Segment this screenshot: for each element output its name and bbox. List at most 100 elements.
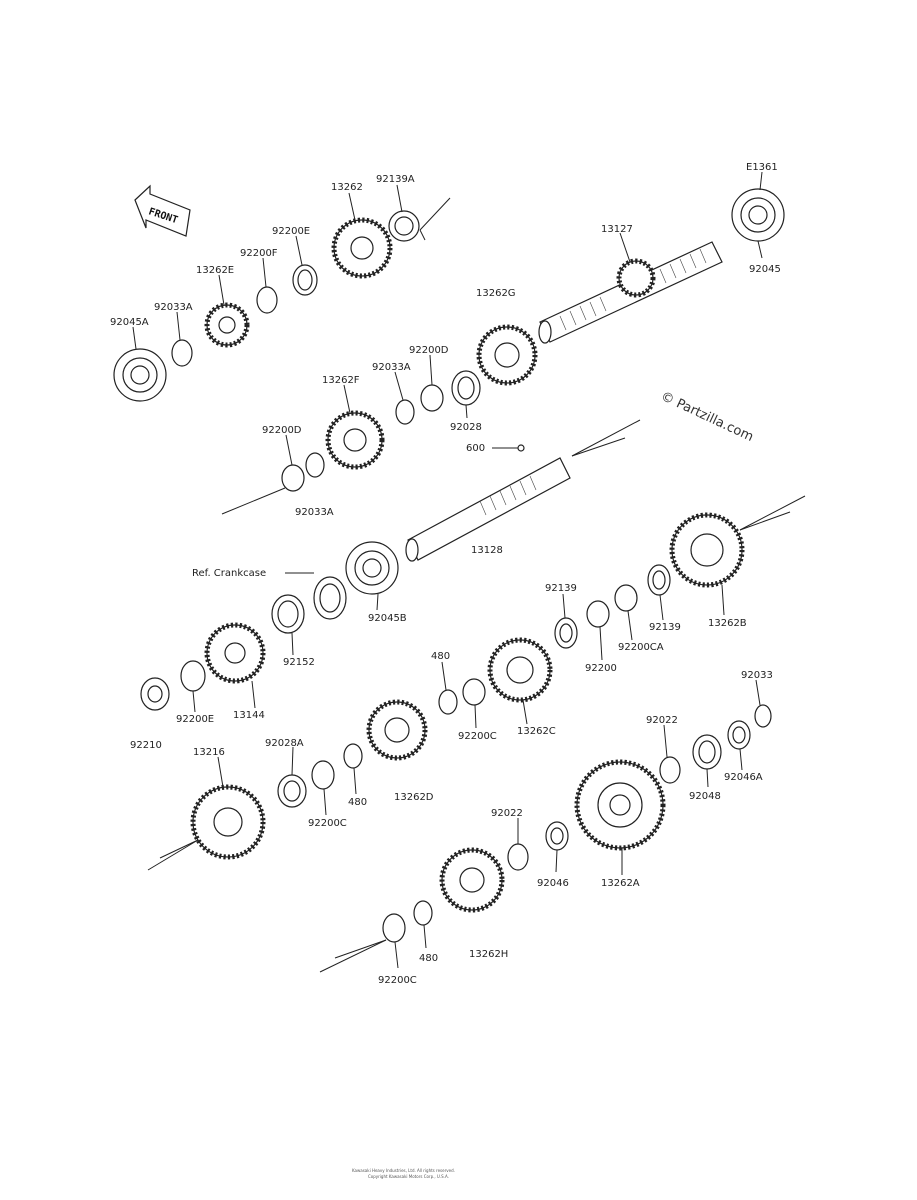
needle-bearing-92046[interactable] xyxy=(545,821,569,851)
footer-line-2: Copyright Kawasaki Motors Corp., U.S.A. xyxy=(368,1174,449,1179)
label-13262h: 13262H xyxy=(469,949,508,960)
washer-92200d-mid[interactable] xyxy=(420,384,444,412)
oil-seal[interactable] xyxy=(313,576,347,620)
label-ref-crankcase: Ref. Crankcase xyxy=(192,568,266,579)
label-13262g: 13262G xyxy=(476,288,516,299)
bushing-92028a[interactable] xyxy=(277,774,307,808)
gear-13262g[interactable] xyxy=(476,324,538,386)
label-480-top: 480 xyxy=(431,651,450,662)
label-92200d-left: 92200D xyxy=(262,425,302,436)
label-13262: 13262 xyxy=(331,182,363,193)
circlip-480-mid[interactable] xyxy=(343,743,363,769)
label-92022-low: 92022 xyxy=(491,808,523,819)
label-92045a: 92045A xyxy=(110,317,149,328)
label-92033: 92033 xyxy=(741,670,773,681)
label-92046: 92046 xyxy=(537,878,569,889)
watermark: © Partzilla.com xyxy=(658,389,755,445)
label-13262a: 13262A xyxy=(601,878,640,889)
bushing-92139a[interactable] xyxy=(388,210,420,242)
gear-13262b[interactable] xyxy=(669,512,745,588)
bearing-92045b[interactable] xyxy=(345,541,399,595)
washer-92022-low[interactable] xyxy=(507,843,529,871)
gear-13216[interactable] xyxy=(190,784,266,860)
needle-bearing-92046a[interactable] xyxy=(727,720,751,750)
gear-13262[interactable] xyxy=(331,217,393,279)
label-92028a: 92028A xyxy=(265,738,304,749)
bearing-92045[interactable] xyxy=(731,188,785,242)
washer-92200e-low[interactable] xyxy=(180,660,206,692)
label-13262d: 13262D xyxy=(394,792,434,803)
label-92152: 92152 xyxy=(283,657,315,668)
nut-92210[interactable] xyxy=(140,677,170,711)
circlip-92033a-low[interactable] xyxy=(305,452,325,478)
label-13144: 13144 xyxy=(233,710,265,721)
label-13262b: 13262B xyxy=(708,618,747,629)
label-92045b: 92045B xyxy=(368,613,407,624)
label-92200c-low: 92200C xyxy=(308,818,347,829)
label-92033a-mid: 92033A xyxy=(372,362,411,373)
washer-92200d-left[interactable] xyxy=(281,464,305,492)
washer-92200e-top[interactable] xyxy=(292,264,318,296)
label-13262e: 13262E xyxy=(196,265,234,276)
washer-92200f[interactable] xyxy=(256,286,278,314)
collar-92152[interactable] xyxy=(271,594,305,634)
label-92200d-mid: 92200D xyxy=(409,345,449,356)
bushing-92139-mid[interactable] xyxy=(554,617,578,649)
bearing-92045a[interactable] xyxy=(113,348,167,402)
washer-92200c-low[interactable] xyxy=(311,760,335,790)
label-13128: 13128 xyxy=(471,545,503,556)
label-92048: 92048 xyxy=(689,791,721,802)
label-92046a: 92046A xyxy=(724,772,763,783)
label-13127: 13127 xyxy=(601,224,633,235)
front-arrow-icon: FRONT xyxy=(134,184,191,237)
bushing-92139-right[interactable] xyxy=(647,564,671,596)
circlip-480-top[interactable] xyxy=(438,689,458,715)
circlip-92033a-mid[interactable] xyxy=(395,399,415,425)
label-92139-right: 92139 xyxy=(649,622,681,633)
gear-13262c[interactable] xyxy=(487,637,553,703)
washer-92200c-bottom[interactable] xyxy=(382,913,406,943)
circlip-92033a-top[interactable] xyxy=(171,339,193,367)
gear-13262a[interactable] xyxy=(574,759,666,851)
leader-lines xyxy=(132,171,763,969)
gear-13262f[interactable] xyxy=(325,410,385,470)
label-e1361: E1361 xyxy=(746,162,778,173)
circlip-92033[interactable] xyxy=(754,704,772,728)
label-92139a: 92139A xyxy=(376,174,415,185)
input-shaft-13128[interactable] xyxy=(405,444,571,562)
label-92200e-low: 92200E xyxy=(176,714,214,725)
label-600: 600 xyxy=(466,443,485,454)
label-92210: 92210 xyxy=(130,740,162,751)
label-92139-mid: 92139 xyxy=(545,583,577,594)
circlip-480-low[interactable] xyxy=(413,900,433,926)
gear-13262e[interactable] xyxy=(204,302,250,348)
label-92200c-bottom: 92200C xyxy=(378,975,417,986)
washer-92200c-mid[interactable] xyxy=(462,678,486,706)
bushing-92048[interactable] xyxy=(692,734,722,770)
label-92028: 92028 xyxy=(450,422,482,433)
axis-lines xyxy=(147,197,806,973)
label-13262c: 13262C xyxy=(517,726,556,737)
label-92200: 92200 xyxy=(585,663,617,674)
washer-92200[interactable] xyxy=(586,600,610,628)
washer-92200ca[interactable] xyxy=(614,584,638,612)
footer-line-1: Kawasaki Heavy Industries, Ltd. All righ… xyxy=(352,1168,455,1173)
label-13262f: 13262F xyxy=(322,375,360,386)
label-92200e-top: 92200E xyxy=(272,226,310,237)
label-480-low: 480 xyxy=(419,953,438,964)
output-shaft-13127[interactable] xyxy=(538,241,723,344)
label-92033a-low: 92033A xyxy=(295,507,334,518)
label-480-mid: 480 xyxy=(348,797,367,808)
gear-13262d[interactable] xyxy=(366,699,428,761)
bushing-92028[interactable] xyxy=(451,370,481,406)
label-92033a-top: 92033A xyxy=(154,302,193,313)
washer-92022-right[interactable] xyxy=(659,756,681,784)
label-92022-right: 92022 xyxy=(646,715,678,726)
sprocket-13144[interactable] xyxy=(204,622,266,684)
label-13216: 13216 xyxy=(193,747,225,758)
label-92200ca: 92200CA xyxy=(618,642,664,653)
label-92045: 92045 xyxy=(749,264,781,275)
gear-13262h[interactable] xyxy=(439,847,505,913)
label-92200c-mid: 92200C xyxy=(458,731,497,742)
